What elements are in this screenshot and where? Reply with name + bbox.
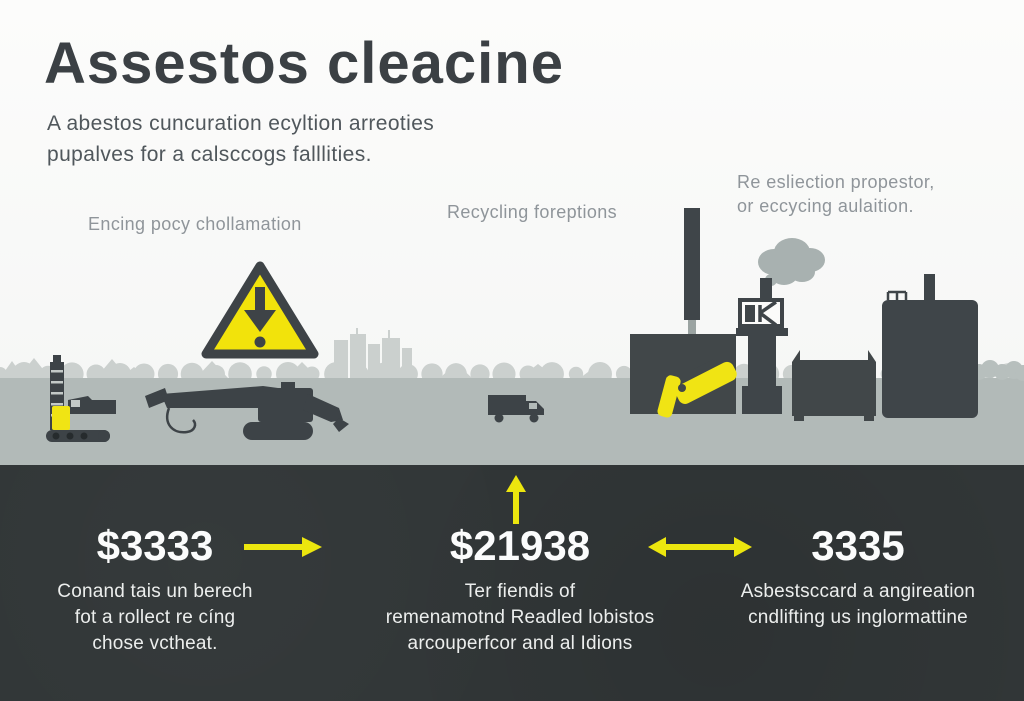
- factory-icon: [630, 208, 1024, 421]
- arrow-right-icon: [244, 537, 322, 557]
- skyline-bump: [133, 363, 155, 378]
- stat-desc-line: arcouperfcor and al Idions: [407, 633, 633, 654]
- storage-tank-icon: [882, 274, 978, 418]
- stat-description: Asbestsccard a angireation cndlifting us…: [728, 579, 988, 631]
- skyline-bump: [588, 362, 612, 378]
- skyline-bump: [207, 365, 225, 378]
- stat-desc-line: fot a rollect re cíng: [74, 607, 236, 628]
- stat-description: Ter fiendis of remenamotnd Readled lobis…: [375, 579, 665, 657]
- stat-desc-line: Conand tais un berech: [57, 581, 253, 602]
- chimney: [684, 208, 700, 320]
- label-recycling: Recycling foreptions: [447, 202, 618, 222]
- skyline-bump: [351, 365, 369, 378]
- stat-block-3: 3335 Asbestsccard a angireation cndlifti…: [728, 522, 988, 631]
- stat-block-1: $3333 Conand tais un berech fot a rollec…: [35, 522, 275, 657]
- skyline-bump: [256, 366, 272, 378]
- skyline-bump: [372, 362, 396, 378]
- skyline-bump: [445, 363, 467, 378]
- label-processing-line-1: Re esliection propestor,: [737, 172, 935, 192]
- drill-rig-icon: [46, 355, 116, 442]
- robot-arm-icon: [657, 359, 737, 418]
- skyline-bump: [568, 366, 584, 378]
- stat-block-2: $21938 Ter fiendis of remenamotnd Readle…: [375, 522, 665, 657]
- skyline-bump: [109, 363, 131, 378]
- skyline-bump: [398, 364, 418, 378]
- subtitle-line-1: A abestos cuncuration ecyltion arreoties: [47, 112, 435, 135]
- skyline-bump: [157, 363, 179, 378]
- skyline-bump: [60, 362, 84, 378]
- skyline-bump: [180, 362, 204, 378]
- warning-triangle-icon: [201, 261, 319, 359]
- label-extraction: Encing pocy chollamation: [88, 214, 302, 234]
- skyline-bump: [228, 362, 252, 378]
- skyline-bump: [519, 365, 537, 378]
- subtitle-line-2: pupalves for a calsccogs falllities.: [47, 143, 372, 166]
- tower-structure: [736, 278, 788, 414]
- stat-desc-line: remenamotnd Readled lobistos: [385, 607, 655, 628]
- skyline-bump: [324, 362, 348, 378]
- stat-value: $3333: [96, 522, 214, 569]
- trees-silhouette: [971, 360, 1024, 381]
- stat-desc-line: cndlifting us inglormattine: [748, 607, 968, 628]
- skyline-bump: [615, 365, 633, 378]
- skyline-bump: [12, 362, 36, 378]
- skyline-bump: [540, 362, 564, 378]
- stat-description: Conand tais un berech fot a rollect re c…: [35, 579, 275, 657]
- skyline-bump: [304, 366, 320, 378]
- stat-value: $21938: [449, 522, 591, 569]
- label-processing: Re esliection propestor, or eccycing aul…: [737, 170, 935, 218]
- low-building: [792, 350, 876, 421]
- arrow-up-icon: [506, 475, 526, 524]
- label-processing-line-2: or eccycing aulaition.: [737, 196, 914, 216]
- skyline-bump: [492, 362, 516, 378]
- stat-desc-line: Asbestsccard a angireation: [740, 581, 976, 602]
- page-title: Assestos cleacine: [44, 31, 564, 96]
- excavator-icon: [145, 382, 349, 440]
- bottom-panel: [0, 465, 1024, 701]
- skyline-bump: [470, 364, 490, 378]
- stat-value: 3335: [811, 522, 905, 569]
- truck-window: [529, 403, 537, 409]
- skyline-bump: [421, 363, 443, 378]
- truck-icon: [488, 395, 544, 423]
- skyline-bump: [86, 364, 106, 378]
- stat-desc-line: chose vctheat.: [92, 633, 218, 654]
- stat-desc-line: Ter fiendis of: [464, 581, 576, 602]
- skyline-bump: [276, 362, 300, 378]
- arrow-double-icon: [648, 537, 752, 557]
- skyline-bump: [0, 367, 7, 378]
- subtitle: A abestos cuncuration ecyltion arreoties…: [47, 108, 434, 170]
